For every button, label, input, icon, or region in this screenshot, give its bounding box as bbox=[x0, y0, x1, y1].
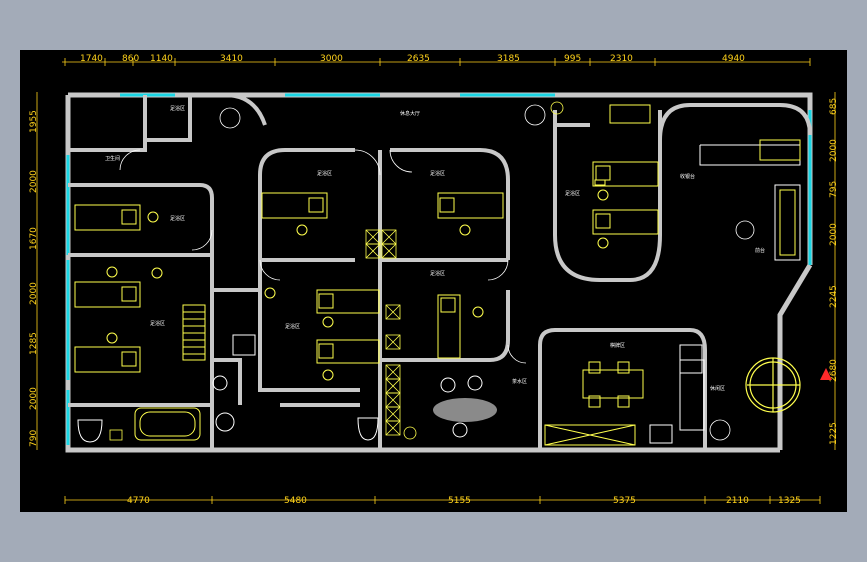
dim-bottom-1: 5480 bbox=[284, 496, 307, 506]
dimension-ticks bbox=[64, 58, 821, 504]
label-room-k: 收银台 bbox=[680, 173, 695, 180]
dim-top-7: 995 bbox=[564, 54, 581, 64]
label-room-h: 足浴区 bbox=[170, 105, 185, 112]
dim-bottom-0: 4770 bbox=[127, 496, 150, 506]
label-room-d: 足浴区 bbox=[430, 170, 445, 177]
dim-bottom-2: 5155 bbox=[448, 496, 471, 506]
dim-top-3: 3410 bbox=[220, 54, 243, 64]
dim-top-6: 3185 bbox=[497, 54, 520, 64]
north-arrow-icon bbox=[820, 368, 832, 380]
dim-right-2: 795 bbox=[829, 181, 839, 198]
dimensions-left: 1955 2000 1670 2000 1285 2000 790 bbox=[29, 110, 39, 447]
floor-plan-drawing: 1740 860 1140 3410 3000 2635 3185 995 23… bbox=[20, 50, 847, 512]
lounge-rug bbox=[433, 398, 497, 422]
stools bbox=[106, 189, 609, 381]
lounge-chairs bbox=[440, 375, 483, 438]
label-room-l: 休闲区 bbox=[710, 385, 725, 392]
plant-accents bbox=[403, 101, 564, 440]
windows bbox=[66, 93, 812, 445]
label-room-e: 足浴区 bbox=[285, 323, 300, 330]
dim-bottom-4: 2110 bbox=[726, 496, 749, 506]
label-hall: 休息大厅 bbox=[400, 110, 420, 117]
label-room-i: 茶水区 bbox=[512, 378, 527, 385]
label-room-a: 足浴区 bbox=[170, 215, 185, 222]
dimensions-top: 1740 860 1140 3410 3000 2635 3185 995 23… bbox=[80, 54, 745, 64]
label-room-j: 棋牌区 bbox=[610, 342, 625, 349]
dim-top-4: 3000 bbox=[320, 54, 343, 64]
dim-left-2: 1670 bbox=[29, 227, 39, 250]
label-room-m: 前台 bbox=[755, 247, 765, 254]
dim-right-1: 2000 bbox=[829, 139, 839, 162]
dimension-lines bbox=[36, 61, 836, 501]
dim-top-9: 4940 bbox=[722, 54, 745, 64]
label-room-f: 足浴区 bbox=[430, 270, 445, 277]
dim-top-8: 2310 bbox=[610, 54, 633, 64]
dim-bottom-5: 1325 bbox=[778, 496, 801, 506]
dim-right-4: 2245 bbox=[829, 285, 839, 308]
dim-left-6: 790 bbox=[29, 430, 39, 447]
label-room-b: 足浴区 bbox=[150, 320, 165, 327]
dim-right-3: 2000 bbox=[829, 223, 839, 246]
dim-top-5: 2635 bbox=[407, 54, 430, 64]
room-labels: 休息大厅 足浴区 足浴区 足浴区 足浴区 足浴区 足浴区 足浴区 足浴区 茶水区… bbox=[105, 105, 765, 392]
dim-top-1: 860 bbox=[122, 54, 139, 64]
dim-bottom-3: 5375 bbox=[613, 496, 636, 506]
dim-left-5: 2000 bbox=[29, 387, 39, 410]
door-swings bbox=[119, 149, 527, 364]
storage-columns bbox=[109, 229, 401, 441]
dim-left-1: 2000 bbox=[29, 170, 39, 193]
dim-top-0: 1740 bbox=[80, 54, 103, 64]
massage-beds bbox=[74, 104, 659, 373]
dimensions-right: 685 2000 795 2000 2245 2680 1225 bbox=[829, 98, 839, 445]
dim-right-0: 685 bbox=[829, 98, 839, 115]
dim-left-4: 1285 bbox=[29, 332, 39, 355]
dim-right-6: 1225 bbox=[829, 422, 839, 445]
dim-top-2: 1140 bbox=[150, 54, 173, 64]
plants bbox=[219, 104, 755, 441]
label-room-c: 足浴区 bbox=[317, 170, 332, 177]
label-wc: 卫生间 bbox=[105, 155, 120, 162]
dim-left-3: 2000 bbox=[29, 282, 39, 305]
reception-sofas bbox=[679, 139, 801, 431]
stairs bbox=[182, 304, 206, 361]
label-room-g: 足浴区 bbox=[565, 190, 580, 197]
dimensions-bottom: 4770 5480 5155 5375 2110 1325 bbox=[127, 496, 801, 506]
bathroom-fixtures bbox=[77, 334, 379, 443]
dim-left-0: 1955 bbox=[29, 110, 39, 133]
dim-right-5: 2680 bbox=[829, 359, 839, 382]
interior-walls bbox=[68, 93, 812, 450]
dining-set bbox=[544, 344, 703, 446]
floor-plan-svg: 1740 860 1140 3410 3000 2635 3185 995 23… bbox=[29, 54, 839, 506]
round-feature bbox=[745, 357, 801, 413]
